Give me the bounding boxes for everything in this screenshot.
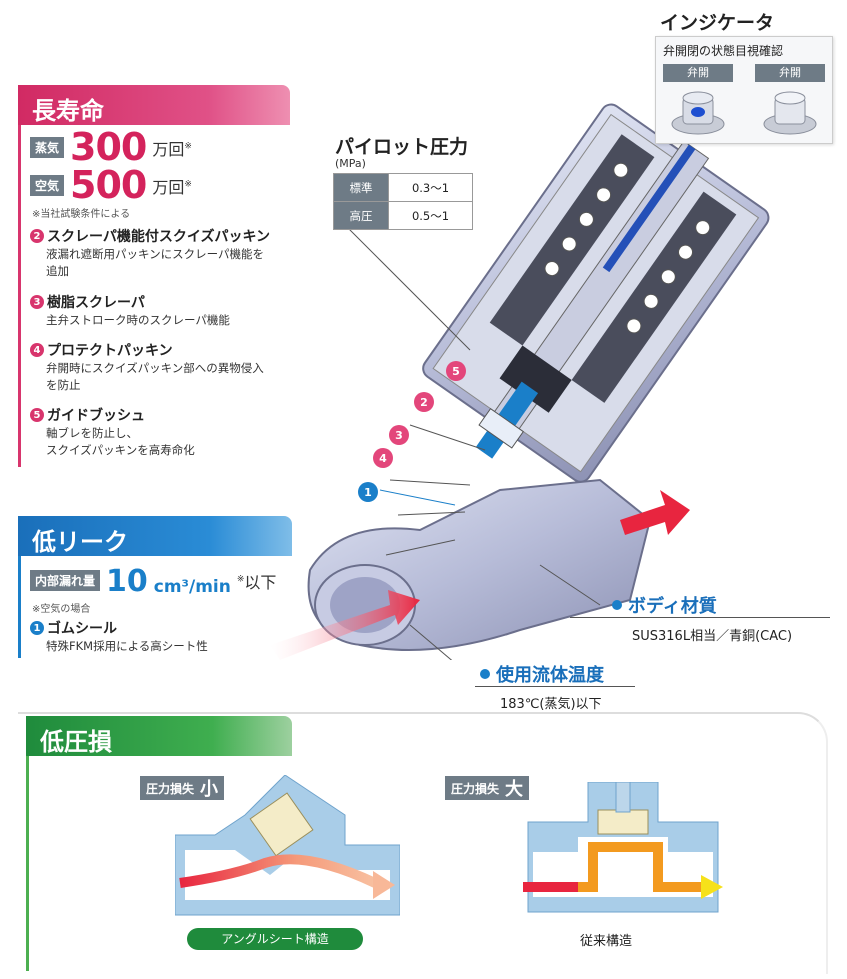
air-value: 500 — [70, 163, 147, 207]
indicator-closed-icon — [763, 91, 817, 135]
body-material-title: ボディ材質 — [612, 592, 717, 618]
indicator-left-label: 弁開 — [663, 64, 733, 82]
low-leak-panel — [18, 516, 292, 658]
bullet-dot-icon — [612, 600, 622, 610]
angle-seat-caption: アングルシート構造 — [187, 928, 363, 950]
leak-value: 10 — [106, 564, 148, 599]
feature-2-desc-2: 追加 — [46, 264, 69, 278]
marker-4: 4 — [373, 448, 393, 468]
fluid-temp-label: 使用流体温度 — [496, 665, 604, 686]
feature-3-title: 樹脂スクレーパ — [47, 295, 145, 311]
table-row: 標準 0.3〜1 — [333, 173, 473, 202]
indicator-images — [671, 91, 817, 135]
air-tag: 空気 — [30, 175, 65, 196]
air-unit: 万回※ — [152, 178, 192, 197]
feature-4-desc-1: 弁開時にスクイズパッキン部への異物侵入 — [46, 361, 264, 375]
indicator-subtitle: 弁開閉の状態目視確認 — [663, 44, 784, 58]
indicator-title: インジケータ — [660, 12, 775, 34]
feature-3-desc-1: 主弁ストローク時のスクレーパ機能 — [46, 313, 230, 327]
body-material-label: ボディ材質 — [628, 596, 717, 617]
indicator-right-label: 弁開 — [755, 64, 825, 82]
left-loss-size: 小 — [200, 779, 219, 800]
leak-suffix: ※以下 — [236, 573, 277, 592]
steam-unit: 万回※ — [152, 140, 192, 159]
fluid-temp-title: 使用流体温度 — [480, 661, 604, 687]
conventional-diagram — [523, 782, 723, 913]
feature-4-desc-2: を防止 — [46, 378, 81, 392]
feature-4-title: プロテクトパッキン — [47, 343, 173, 359]
pressure-key: 高圧 — [333, 201, 389, 230]
feature-2-desc-1: 液漏れ遮断用パッキンにスクレーパ機能を — [46, 247, 265, 261]
badge-1: 1 — [30, 621, 44, 635]
badge-3: 3 — [30, 295, 44, 309]
right-loss-size: 大 — [505, 779, 524, 800]
feature-5-desc-1: 軸ブレを防止し、 — [46, 426, 138, 440]
marker-3: 3 — [389, 425, 409, 445]
indicator-open-icon — [671, 91, 725, 135]
fluid-temp-value: 183℃(蒸気)以下 — [500, 697, 602, 712]
body-material-value: SUS316L相当／青銅(CAC) — [632, 629, 793, 644]
right-loss-label: 圧力損失 — [451, 781, 500, 796]
conventional-caption: 従来構造 — [580, 934, 633, 949]
fluid-temp-rule — [475, 686, 635, 687]
valve-cutaway-illustration — [270, 103, 770, 660]
badge-5: 5 — [30, 408, 44, 422]
steam-tag: 蒸気 — [30, 137, 65, 158]
pressure-key: 標準 — [333, 173, 389, 202]
left-loss-tag: 圧力損失小 — [140, 776, 225, 800]
air-stat: 空気 500 万回※ — [30, 163, 192, 207]
pressure-value: 0.3〜1 — [388, 173, 473, 202]
low-loss-frame — [18, 712, 828, 974]
pilot-pressure-title: パイロット圧力 — [335, 136, 469, 158]
badge-2: 2 — [30, 229, 44, 243]
steam-value: 300 — [70, 125, 147, 169]
low-leak-heading: 低リーク — [18, 516, 292, 556]
low-loss-accent-bar — [26, 756, 29, 971]
steam-stat: 蒸気 300 万回※ — [30, 125, 192, 169]
leak-tag: 内部漏れ量 — [30, 570, 101, 591]
body-material-rule — [570, 617, 830, 618]
feature-1-desc: 特殊FKM採用による高シート性 — [46, 639, 208, 653]
angle-seat-diagram — [175, 775, 400, 916]
leak-note: ※空気の場合 — [32, 604, 91, 615]
leak-stat: 内部漏れ量 10 cm³/min ※以下 — [30, 563, 276, 597]
marker-2: 2 — [414, 392, 434, 412]
pilot-pressure-unit: (MPa) — [335, 157, 366, 170]
pilot-pressure-table: 標準 0.3〜1 高圧 0.5〜1 — [333, 173, 473, 230]
badge-4: 4 — [30, 343, 44, 357]
long-life-panel — [18, 85, 290, 467]
marker-5: 5 — [446, 361, 466, 381]
bullet-dot-icon — [480, 669, 490, 679]
left-loss-label: 圧力損失 — [146, 781, 195, 796]
marker-1: 1 — [358, 482, 378, 502]
right-loss-tag: 圧力損失大 — [445, 776, 530, 800]
long-life-note: ※当社試験条件による — [32, 209, 131, 220]
feature-5-title: ガイドブッシュ — [47, 408, 145, 424]
feature-1-title: ゴムシール — [47, 621, 117, 637]
feature-2-title: スクレーパ機能付スクイズパッキン — [47, 229, 271, 245]
long-life-heading: 長寿命 — [18, 85, 290, 125]
table-row: 高圧 0.5〜1 — [333, 201, 473, 230]
low-loss-heading: 低圧損 — [26, 716, 292, 756]
pressure-value: 0.5〜1 — [388, 201, 473, 230]
feature-5-desc-2: スクイズパッキンを高寿命化 — [46, 443, 195, 457]
leak-unit: cm³/min — [153, 577, 231, 597]
